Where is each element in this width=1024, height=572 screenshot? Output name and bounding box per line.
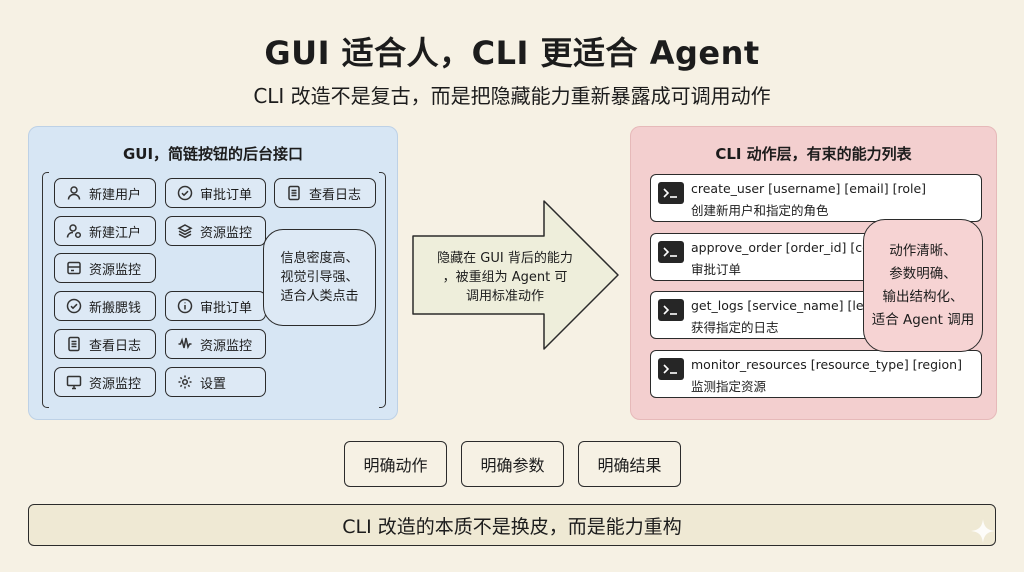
document-icon <box>65 336 82 353</box>
command-signature: create_user [username] [email] [role] <box>691 181 927 196</box>
terminal-icon <box>658 241 684 263</box>
arrow-caption-line: 调用标准动作 <box>465 289 544 304</box>
right-bracket <box>379 172 386 408</box>
gui-button-resource-monitor[interactable]: 资源监控 <box>165 216 266 246</box>
gui-button-label: 查看日志 <box>309 187 362 203</box>
command-description: 创建新用户和指定的角色 <box>691 203 829 218</box>
conclusion-bar: CLI 改造的本质不是换皮，而是能力重构 <box>28 504 996 546</box>
gui-button-resource-monitor[interactable]: 资源监控 <box>165 329 266 359</box>
gui-button-label: 审批订单 <box>200 300 253 316</box>
gui-button-label: 查看日志 <box>89 338 142 354</box>
waveform-icon <box>176 336 193 353</box>
cli-command-create-user[interactable]: create_user [username] [email] [role] 创建… <box>650 174 982 222</box>
gui-button-label: 新搬腮钱 <box>89 300 142 316</box>
command-signature: monitor_resources [resource_type] [regio… <box>691 357 962 372</box>
feature-tag-clear-action: 明确动作 <box>344 441 447 487</box>
user-icon <box>65 185 82 202</box>
gui-button-label: 资源监控 <box>200 225 253 241</box>
gui-button-view-logs[interactable]: 查看日志 <box>54 329 156 359</box>
gui-panel-title: GUI，简链按钮的后台接口 <box>122 145 304 163</box>
gui-button-label: 新建用户 <box>89 187 142 203</box>
check-circle-icon <box>65 298 82 315</box>
sparkle-icon <box>971 519 995 543</box>
monitor-icon <box>65 374 82 391</box>
gui-button-new-user[interactable]: 新建用户 <box>54 178 156 208</box>
terminal-icon <box>658 358 684 380</box>
gui-trait-line: 信息密度高、 <box>280 251 359 266</box>
panel-icon <box>65 260 82 277</box>
gui-button-label: 设置 <box>200 376 227 392</box>
cli-trait-line: 输出结构化、 <box>882 288 964 305</box>
gui-button-new-item[interactable]: 新搬腮钱 <box>54 291 156 321</box>
gui-trait-line: 视觉引导强、 <box>280 270 359 285</box>
check-circle-icon <box>176 185 193 202</box>
cli-trait-line: 动作清晰、 <box>889 242 957 259</box>
cli-trait-line: 适合 Agent 调用 <box>871 311 975 328</box>
cli-trait-line: 参数明确、 <box>889 265 957 282</box>
user-gear-icon <box>65 223 82 240</box>
gui-button-resource-monitor[interactable]: 资源监控 <box>54 367 156 397</box>
page-subtitle: CLI 改造不是复古，而是把隐藏能力重新暴露成可调用动作 <box>253 84 771 108</box>
gui-button-new-account[interactable]: 新建江户 <box>54 216 156 246</box>
command-description: 审批订单 <box>691 262 742 277</box>
transform-arrow <box>412 200 619 350</box>
gui-button-view-logs[interactable]: 查看日志 <box>274 178 376 208</box>
arrow-caption: 隐藏在 GUI 背后的能力 ，被重组为 Agent 可 调用标准动作 <box>420 249 590 306</box>
gui-button-label: 资源监控 <box>89 376 142 392</box>
gui-button-settings[interactable]: 设置 <box>165 367 266 397</box>
terminal-icon <box>658 299 684 321</box>
cli-traits-bubble: 动作清晰、 参数明确、 输出结构化、 适合 Agent 调用 <box>863 219 983 352</box>
arrow-caption-line: ，被重组为 Agent 可 <box>442 270 568 285</box>
gui-button-label: 新建江户 <box>89 225 142 241</box>
feature-tag-clear-params: 明确参数 <box>461 441 564 487</box>
gui-button-approve-order[interactable]: 审批订单 <box>165 291 266 321</box>
document-icon <box>285 185 302 202</box>
page-title: GUI 适合人，CLI 更适合 Agent <box>264 34 760 72</box>
gui-button-label: 资源监控 <box>200 338 253 354</box>
command-description: 获得指定的日志 <box>691 320 779 335</box>
command-signature: approve_order [order_id] [comment] <box>691 240 920 255</box>
gui-trait-line: 适合人类点击 <box>280 289 359 304</box>
left-bracket <box>42 172 49 408</box>
terminal-icon <box>658 182 684 204</box>
cli-command-monitor-resources[interactable]: monitor_resources [resource_type] [regio… <box>650 350 982 398</box>
gui-button-label: 资源监控 <box>89 262 142 278</box>
gui-button-resource-monitor[interactable]: 资源监控 <box>54 253 156 283</box>
feature-tag-clear-result: 明确结果 <box>578 441 681 487</box>
cli-panel-title: CLI 动作层，有束的能力列表 <box>715 145 912 163</box>
arrow-caption-line: 隐藏在 GUI 背后的能力 <box>437 251 573 266</box>
layers-icon <box>176 223 193 240</box>
gui-traits-bubble: 信息密度高、 视觉引导强、 适合人类点击 <box>263 229 376 326</box>
gui-button-label: 审批订单 <box>200 187 253 203</box>
command-description: 监测指定资源 <box>691 379 767 394</box>
gui-button-approve-order[interactable]: 审批订单 <box>165 178 266 208</box>
gear-icon <box>176 374 193 391</box>
info-icon <box>176 298 193 315</box>
